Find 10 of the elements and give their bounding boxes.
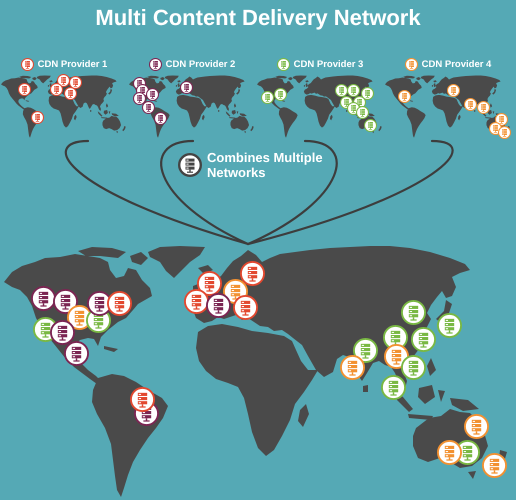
title: Multi Content Delivery Network [95, 5, 421, 31]
connector-line [246, 140, 454, 246]
provider-label: CDN Provider 4 [422, 59, 492, 70]
connector-line [65, 140, 250, 246]
provider-label: CDN Provider 1 [38, 59, 108, 70]
connector-line [160, 140, 250, 246]
provider-label: CDN Provider 3 [294, 59, 364, 70]
connector-line [246, 140, 338, 246]
caption-text: Combines Multiple Networks [207, 150, 324, 180]
provider-label: CDN Provider 2 [166, 59, 236, 70]
